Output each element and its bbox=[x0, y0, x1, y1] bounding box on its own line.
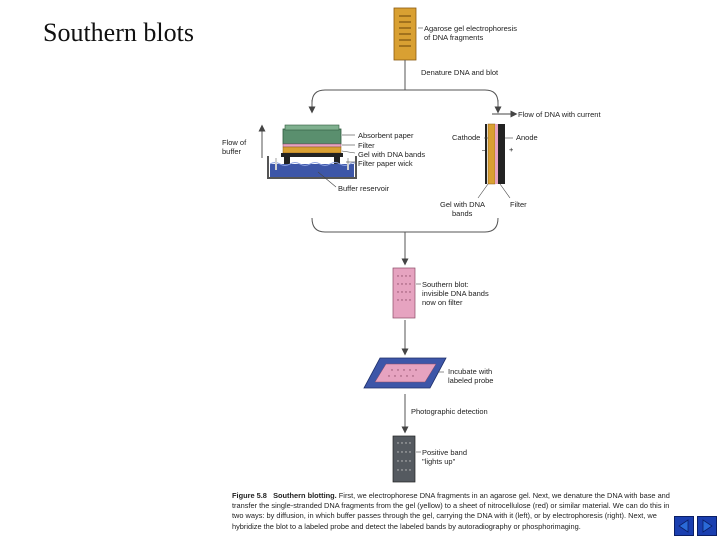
label-flow-current: Flow of DNA with current bbox=[518, 110, 601, 119]
label-flow-buffer-2: buffer bbox=[222, 147, 242, 156]
label-agarose-1: Agarose gel electrophoresis bbox=[424, 24, 517, 33]
figure-caption: Figure 5.8 Southern blotting. First, we … bbox=[232, 491, 672, 532]
electroblot-apparatus bbox=[485, 123, 505, 185]
triangle-left-icon bbox=[678, 519, 689, 533]
label-southern-2: invisible DNA bands bbox=[422, 289, 489, 298]
label-photographic: Photographic detection bbox=[411, 407, 488, 416]
diffusion-blot-apparatus bbox=[258, 124, 357, 179]
triangle-right-icon bbox=[702, 519, 713, 533]
label-anode: Anode bbox=[516, 133, 538, 142]
label-positive-1: Positive band bbox=[422, 448, 467, 457]
label-cathode: Cathode bbox=[452, 133, 480, 142]
label-incubate-1: Incubate with bbox=[448, 367, 492, 376]
label-plus: + bbox=[509, 145, 514, 154]
southern-blot-filter bbox=[392, 267, 416, 319]
caption-figure-number: Figure 5.8 bbox=[232, 491, 267, 500]
label-flow-buffer-1: Flow of bbox=[222, 138, 247, 147]
label-absorbent: Absorbent paper bbox=[358, 131, 414, 140]
label-gel-with-dna-2: bands bbox=[452, 209, 473, 218]
label-positive-2: "lights up" bbox=[422, 457, 456, 466]
label-incubate-2: labeled probe bbox=[448, 376, 493, 385]
label-denature: Denature DNA and blot bbox=[421, 68, 499, 77]
label-filter-2: Filter bbox=[510, 200, 527, 209]
label-southern-3: now on filter bbox=[422, 298, 463, 307]
label-agarose-2: of DNA fragments bbox=[424, 33, 483, 42]
slide-title: Southern blots bbox=[43, 18, 194, 47]
forward-button[interactable] bbox=[697, 516, 717, 536]
label-southern-1: Southern blot: bbox=[422, 280, 469, 289]
caption-heading: Southern blotting. bbox=[273, 491, 337, 500]
label-reservoir: Buffer reservoir bbox=[338, 184, 390, 193]
label-minus: – bbox=[482, 145, 487, 154]
autoradiograph-film bbox=[392, 435, 416, 483]
incubation-tray bbox=[363, 357, 447, 389]
label-gel-with-dna-1: Gel with DNA bbox=[440, 200, 485, 209]
label-filter: Filter bbox=[358, 141, 375, 150]
label-wick: Filter paper wick bbox=[358, 159, 413, 168]
label-gel-bands: Gel with DNA bands bbox=[358, 150, 425, 159]
back-button[interactable] bbox=[674, 516, 694, 536]
caption-text: First, we electrophorese DNA fragments i… bbox=[232, 491, 670, 531]
agarose-gel bbox=[393, 7, 417, 61]
